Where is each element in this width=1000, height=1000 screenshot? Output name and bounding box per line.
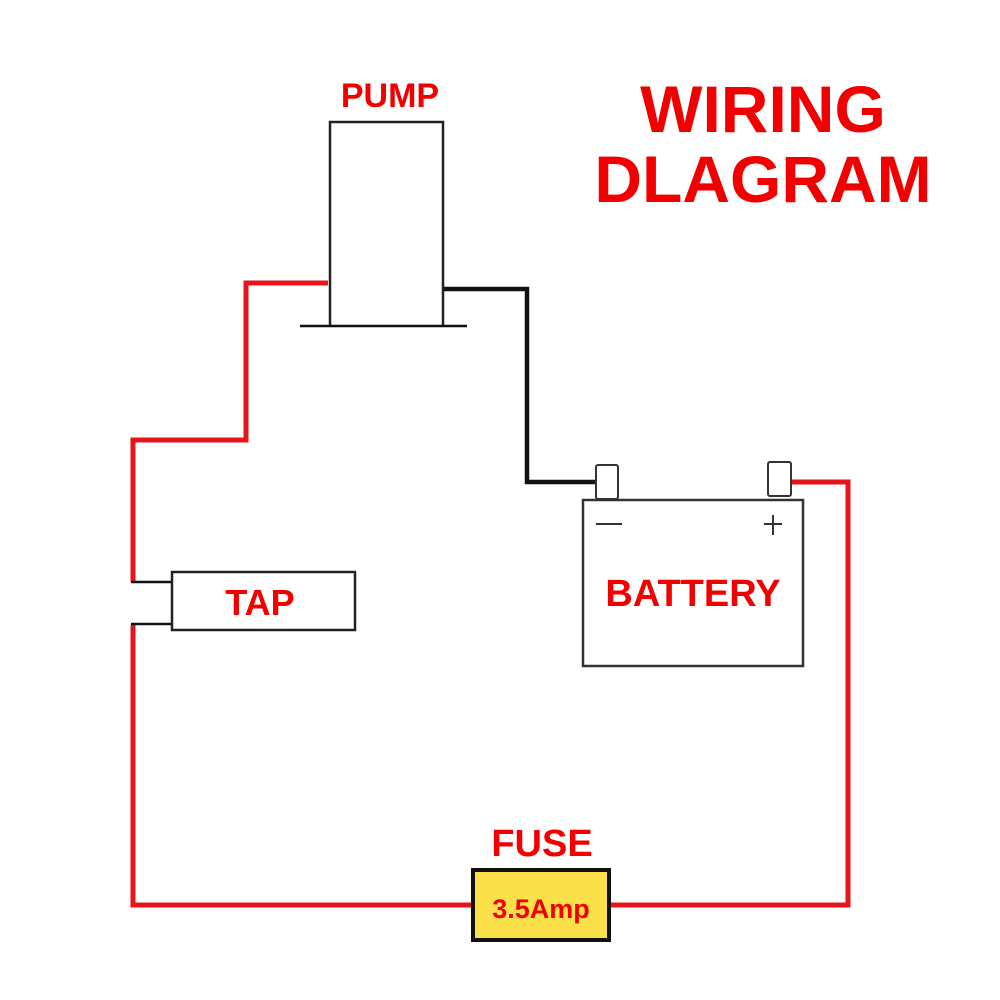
battery-plus-sign: [764, 515, 782, 535]
battery-label: BATTERY: [605, 573, 780, 615]
tap-body: [170, 570, 357, 632]
battery-negative-terminal: [595, 464, 619, 500]
positive-wire-tap-to-pump: [130, 280, 328, 582]
fuse-body: [471, 868, 611, 942]
fuse-rating: 3.5Amp: [492, 894, 590, 924]
title-line-2: DLAGRAM: [594, 142, 931, 216]
battery-positive-terminal: [767, 461, 792, 497]
pump-label: PUMP: [341, 77, 439, 115]
pump-body: [328, 120, 445, 327]
positive-wire-battery-to-fuse: [610, 479, 851, 908]
battery-body: [581, 498, 805, 668]
pump: [300, 120, 467, 328]
battery: [581, 461, 805, 668]
fuse-label: FUSE: [491, 823, 592, 865]
positive-wire-fuse-to-tap: [130, 625, 472, 908]
tap-label: TAP: [225, 582, 294, 623]
negative-wire-pump-to-battery: [443, 286, 596, 485]
title-line-1: WIRING: [640, 72, 886, 146]
